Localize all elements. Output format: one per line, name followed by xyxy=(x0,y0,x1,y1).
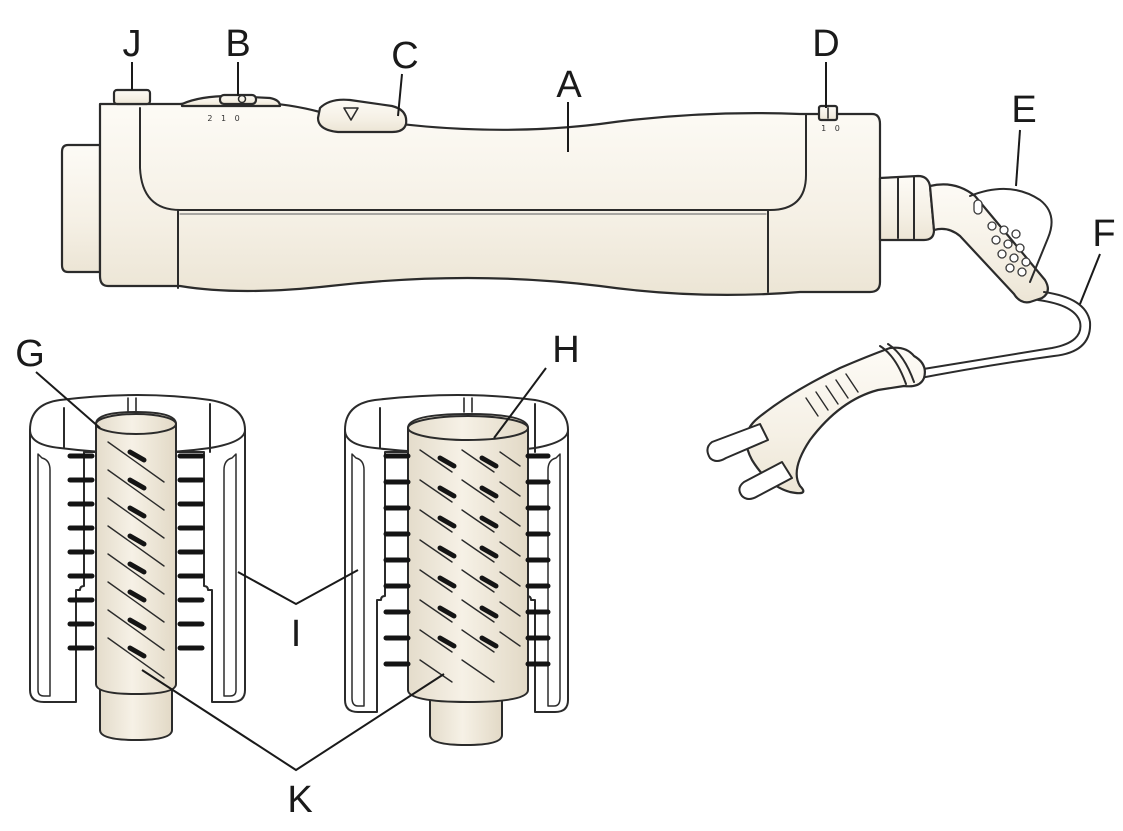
cord-swivel-e xyxy=(930,184,1052,302)
styler-handle xyxy=(62,101,934,295)
power-plug xyxy=(707,344,924,499)
label-b: B xyxy=(225,23,250,65)
label-e: E xyxy=(1011,89,1036,131)
brush-attachment-right xyxy=(345,395,568,745)
switch-b-marks: 2 1 0 xyxy=(207,114,242,123)
button-j[interactable] xyxy=(114,90,150,104)
label-g: G xyxy=(15,333,45,375)
label-f: F xyxy=(1092,213,1115,255)
label-h: H xyxy=(552,329,579,371)
button-c[interactable] xyxy=(318,100,406,132)
label-a: A xyxy=(556,64,582,106)
power-cord-f xyxy=(905,292,1090,380)
switch-d-marks: 1 0 xyxy=(821,124,843,133)
label-k: K xyxy=(287,779,312,821)
label-c: C xyxy=(391,35,418,77)
label-i: I xyxy=(291,613,302,655)
brush-attachment-left xyxy=(30,395,245,740)
label-d: D xyxy=(812,23,839,65)
label-j: J xyxy=(123,23,142,65)
